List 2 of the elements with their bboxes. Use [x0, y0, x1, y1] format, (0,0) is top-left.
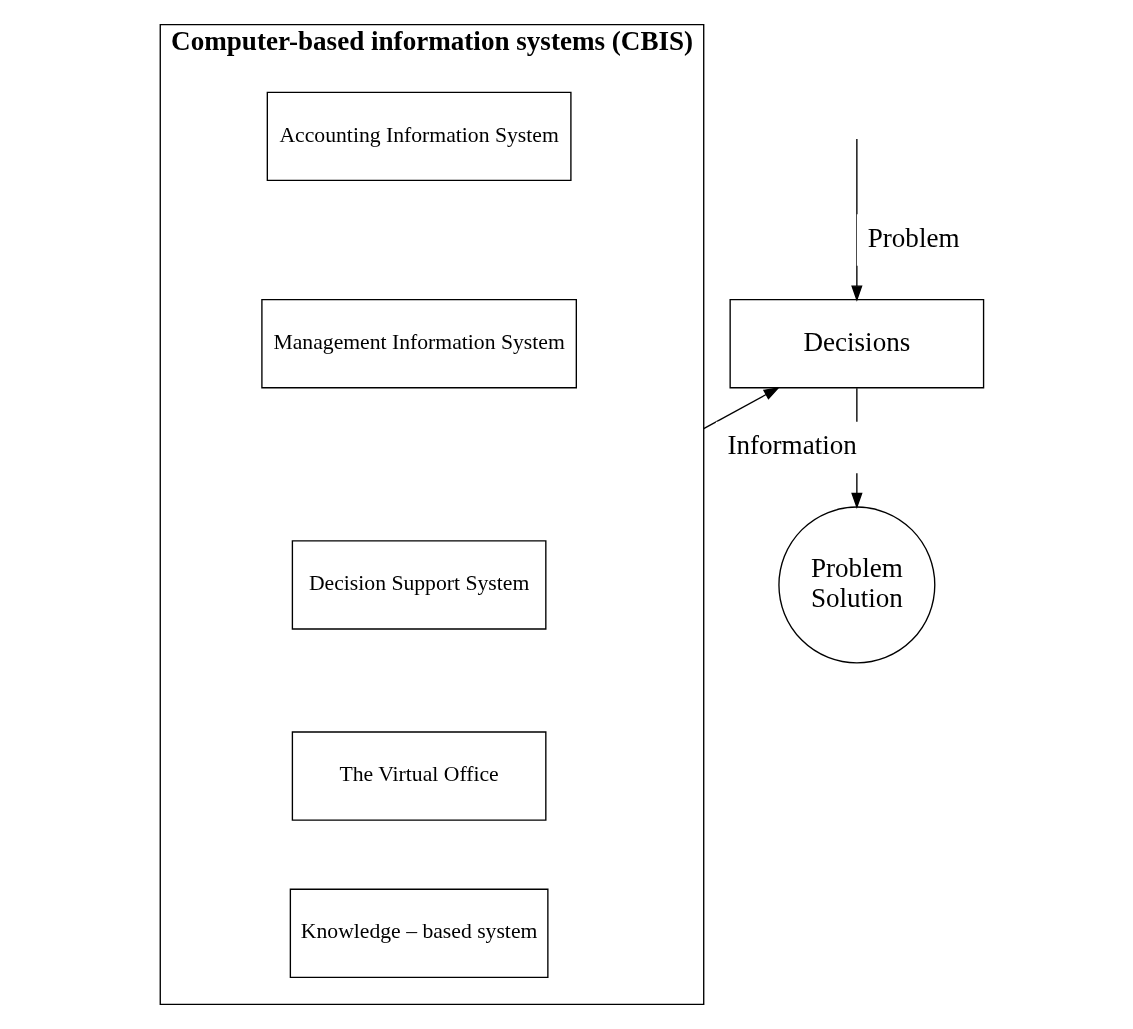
- edge-label: Problem: [867, 222, 960, 253]
- edge-label: Information: [727, 430, 857, 461]
